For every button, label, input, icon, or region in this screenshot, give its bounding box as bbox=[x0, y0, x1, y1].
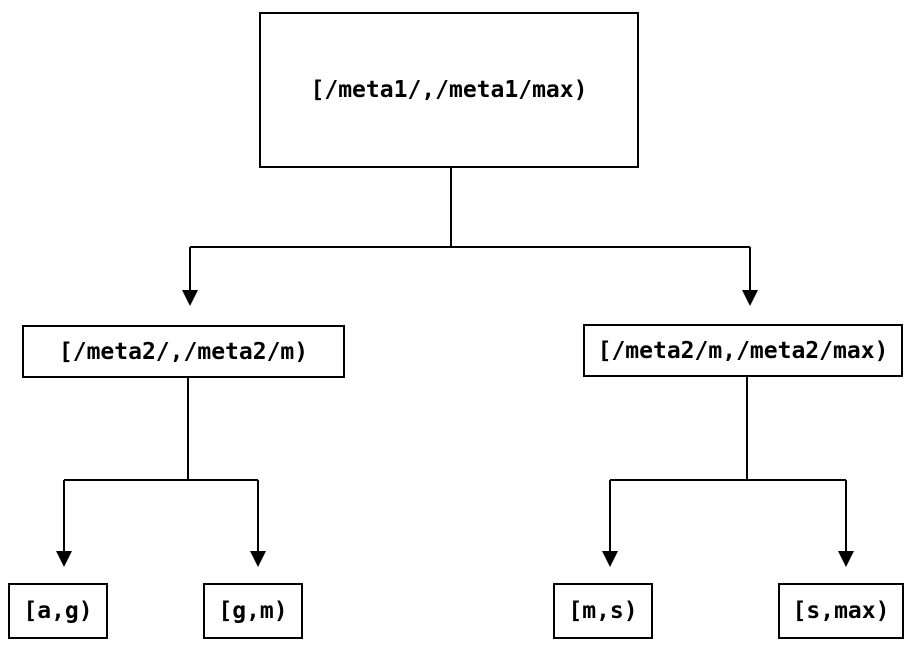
node-leaf-ag-label: [a,g) bbox=[23, 598, 93, 624]
node-leaf-ms-label: [m,s) bbox=[568, 598, 638, 624]
arrowhead-to-leaf-ms bbox=[602, 551, 618, 567]
arrowhead-to-midright bbox=[742, 290, 758, 306]
node-mid-right-label: [/meta2/m,/meta2/max) bbox=[597, 337, 889, 364]
arrowhead-to-leaf-smax bbox=[838, 551, 854, 567]
node-root: [/meta1/,/meta1/max) bbox=[259, 12, 639, 168]
node-mid-left: [/meta2/,/meta2/m) bbox=[22, 325, 345, 378]
node-mid-right: [/meta2/m,/meta2/max) bbox=[583, 324, 903, 377]
node-root-label: [/meta1/,/meta1/max) bbox=[310, 77, 588, 103]
arrowhead-to-leaf-gm bbox=[250, 551, 266, 567]
node-leaf-smax: [s,max) bbox=[778, 583, 904, 639]
node-mid-left-label: [/meta2/,/meta2/m) bbox=[58, 338, 309, 365]
node-leaf-gm: [g,m) bbox=[203, 583, 303, 639]
node-leaf-ag: [a,g) bbox=[8, 583, 108, 639]
arrowhead-to-leaf-ag bbox=[56, 551, 72, 567]
arrowhead-to-midleft bbox=[182, 290, 198, 306]
node-leaf-smax-label: [s,max) bbox=[792, 598, 890, 624]
node-leaf-gm-label: [g,m) bbox=[218, 598, 288, 624]
node-leaf-ms: [m,s) bbox=[553, 583, 653, 639]
